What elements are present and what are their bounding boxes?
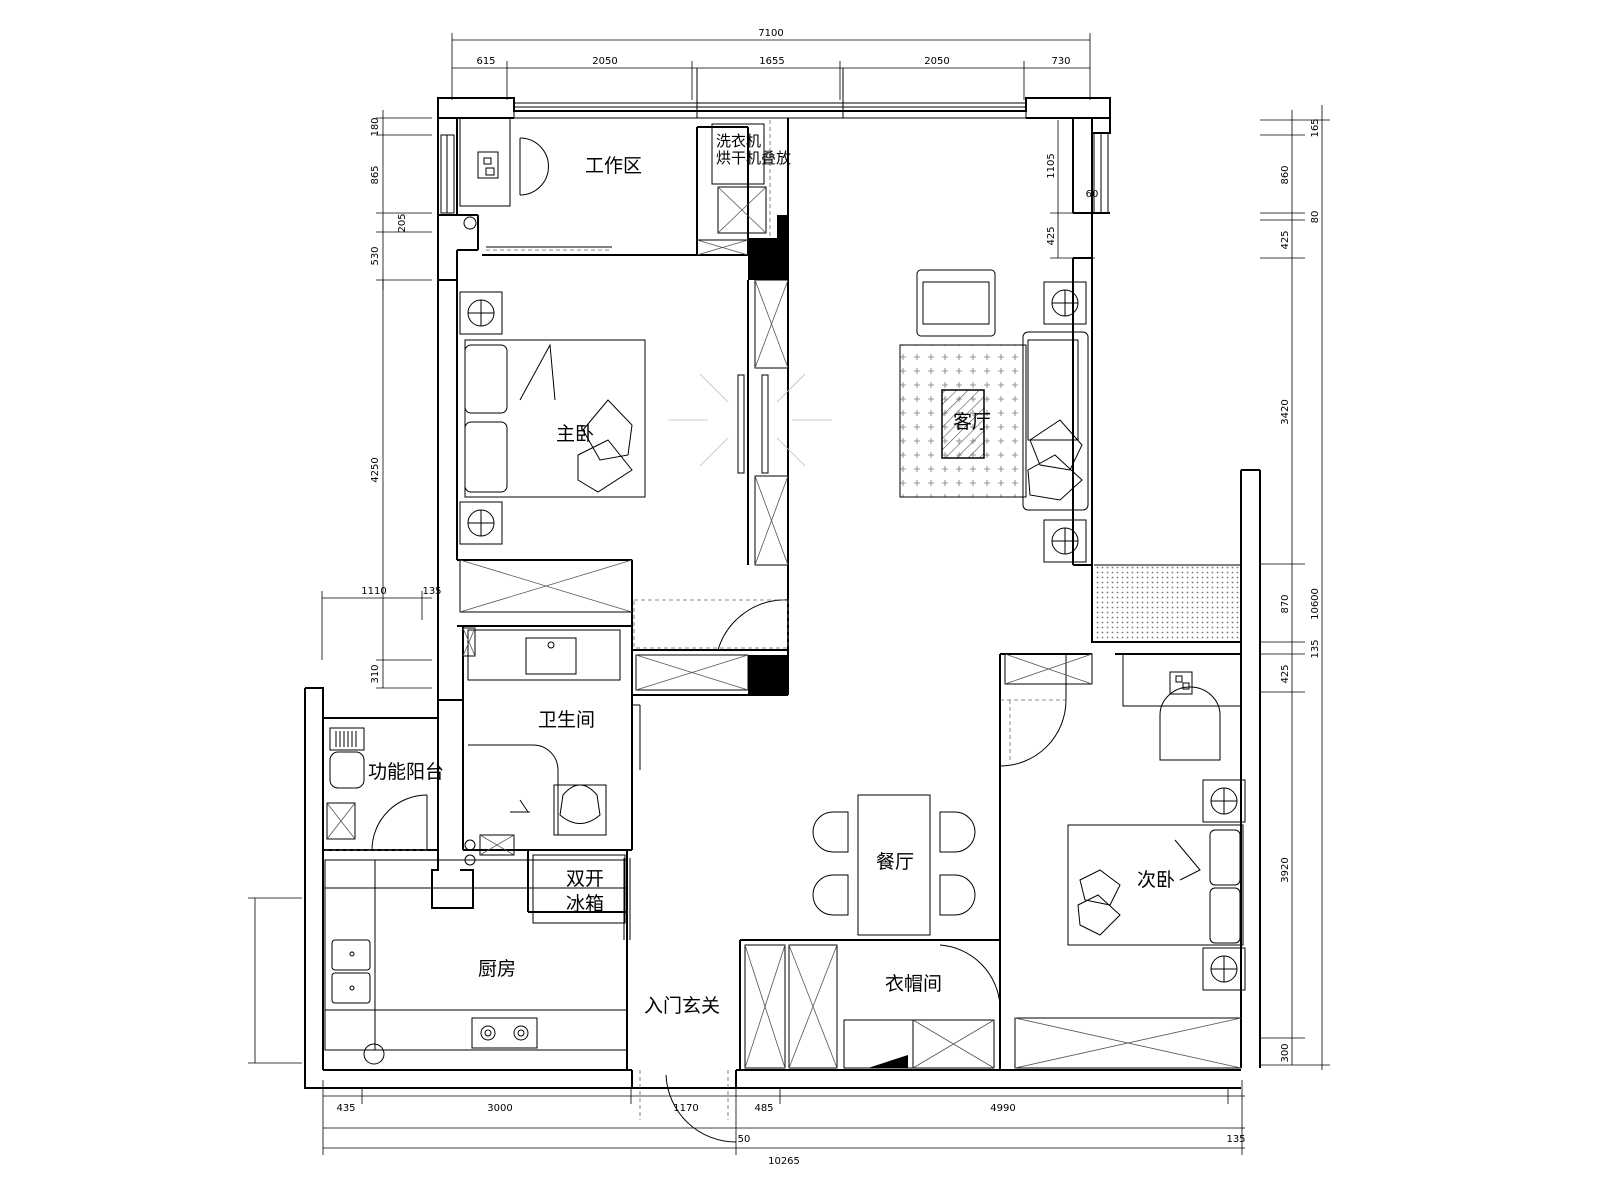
room-label-dryer: 烘干机叠放 bbox=[716, 149, 791, 167]
dim-inner-1: 1105 bbox=[1046, 153, 1057, 178]
master-bed bbox=[459, 291, 646, 545]
dim-bottom-3: 1170 bbox=[673, 1103, 698, 1114]
room-label-living-room: 客厅 bbox=[953, 411, 991, 433]
dim-top-1: 615 bbox=[476, 56, 495, 67]
dim-right-10: 300 bbox=[1280, 1043, 1291, 1062]
dim-right-6: 870 bbox=[1280, 594, 1291, 613]
room-label-fridge-2: 冰箱 bbox=[566, 893, 604, 915]
dim-top-total: 7100 bbox=[758, 28, 783, 39]
dim-right-7: 135 bbox=[1310, 639, 1321, 658]
dim-left-balcony-2: 135 bbox=[422, 586, 441, 597]
walls bbox=[304, 68, 1261, 1089]
room-label-washer: 洗衣机 bbox=[716, 132, 761, 150]
dim-inner-3: 425 bbox=[1046, 226, 1057, 245]
dim-bottom-7: 135 bbox=[1226, 1134, 1245, 1145]
dim-left-3: 205 bbox=[397, 213, 408, 232]
work-desk bbox=[459, 117, 549, 230]
dim-top-4: 2050 bbox=[924, 56, 949, 67]
dim-right-3: 80 bbox=[1310, 211, 1321, 224]
dim-bottom-5: 4990 bbox=[990, 1103, 1015, 1114]
room-label-kitchen: 厨房 bbox=[478, 958, 516, 980]
dim-top-2: 2050 bbox=[592, 56, 617, 67]
room-label-utility-balcony: 功能阳台 bbox=[368, 761, 444, 783]
room-label-work-area: 工作区 bbox=[585, 155, 642, 177]
dim-right-4: 425 bbox=[1280, 230, 1291, 249]
balcony-fixtures bbox=[326, 727, 365, 840]
dim-bottom-6: 50 bbox=[738, 1134, 751, 1145]
second-bedroom-furniture bbox=[1004, 653, 1246, 1069]
room-label-master-bedroom: 主卧 bbox=[556, 423, 594, 445]
dim-right-9: 3920 bbox=[1280, 857, 1291, 882]
room-label-dining-room: 餐厅 bbox=[876, 851, 914, 873]
master-closet bbox=[459, 559, 749, 691]
dim-inner-2: 60 bbox=[1086, 189, 1099, 200]
dim-top-5: 730 bbox=[1051, 56, 1070, 67]
room-label-cloakroom: 衣帽间 bbox=[885, 973, 942, 995]
kitchen-fixtures bbox=[324, 854, 628, 1065]
dim-left-2: 865 bbox=[370, 165, 381, 184]
dim-bottom-1: 435 bbox=[336, 1103, 355, 1114]
dim-left-4: 530 bbox=[370, 246, 381, 265]
dim-top-3: 1655 bbox=[759, 56, 784, 67]
dim-right-2: 860 bbox=[1280, 165, 1291, 184]
dimension-lines bbox=[248, 33, 1330, 1155]
bedroom-wardrobe bbox=[668, 279, 832, 566]
dim-left-6: 310 bbox=[370, 664, 381, 683]
room-label-bathroom: 卫生间 bbox=[538, 709, 595, 731]
dim-right-5: 3420 bbox=[1280, 399, 1291, 424]
dim-left-5: 4250 bbox=[370, 457, 381, 482]
dim-bottom-total: 10265 bbox=[768, 1156, 800, 1167]
room-label-second-bedroom: 次卧 bbox=[1137, 869, 1175, 891]
dim-bottom-2: 3000 bbox=[487, 1103, 512, 1114]
bathroom-fixtures bbox=[462, 627, 621, 866]
dim-left-1: 180 bbox=[370, 117, 381, 136]
room-label-entrance: 入门玄关 bbox=[644, 995, 720, 1017]
living-furniture bbox=[899, 269, 1089, 563]
dim-right-1: 165 bbox=[1310, 118, 1321, 137]
dim-right-total: 10600 bbox=[1310, 588, 1321, 620]
dim-right-8: 425 bbox=[1280, 664, 1291, 683]
room-label-fridge-1: 双开 bbox=[566, 868, 604, 890]
dim-bottom-4: 485 bbox=[754, 1103, 773, 1114]
cloakroom-cabinets bbox=[744, 944, 995, 1069]
dining-set bbox=[812, 794, 976, 936]
dim-left-balcony-1: 1110 bbox=[361, 586, 386, 597]
washer-dryer bbox=[696, 120, 787, 256]
doors bbox=[325, 246, 1067, 1143]
